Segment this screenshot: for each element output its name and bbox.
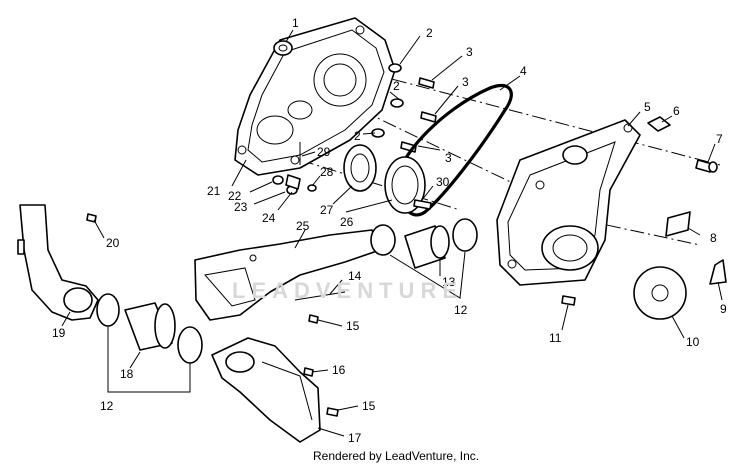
callout-5: 5: [644, 100, 651, 114]
lower-clamp-left: [96, 293, 120, 327]
callout-23: 23: [234, 200, 248, 214]
clutch-seal-large: [384, 156, 426, 214]
duct-clamp-right: [452, 218, 478, 252]
duct-clamp-left: [370, 224, 396, 256]
callout-3: 3: [466, 45, 473, 59]
outlet-duct: [17, 204, 99, 321]
callout-2: 2: [426, 26, 433, 40]
callout-13: 13: [442, 275, 456, 289]
callout-4: 4: [520, 64, 527, 78]
callout-2: 2: [354, 129, 361, 143]
leader-lines: [61, 29, 723, 437]
callout-22: 22: [228, 189, 242, 203]
callout-10: 10: [686, 335, 700, 349]
duct-tie-14: [294, 291, 346, 301]
callout-14: 14: [348, 269, 362, 283]
washer-screw-set: [371, 63, 437, 153]
clutch-seal-small: [343, 144, 377, 192]
callout-6: 6: [673, 104, 680, 118]
watermark-text: LEADVENTURE: [232, 278, 464, 303]
air-intake-duct: [194, 229, 381, 321]
callout-30: 30: [436, 175, 450, 189]
cover-cap: [633, 266, 687, 320]
callout-3: 3: [445, 151, 452, 165]
inner-cover-plate: [234, 17, 396, 176]
small-hardware: [272, 142, 432, 210]
outer-clutch-cover: [496, 119, 641, 286]
callout-18: 18: [120, 367, 134, 381]
callout-15: 15: [346, 319, 360, 333]
callout-9: 9: [720, 302, 727, 316]
drive-belt: [396, 83, 513, 217]
callout-19: 19: [52, 326, 66, 340]
callout-20: 20: [106, 236, 120, 250]
callout-12: 12: [100, 399, 114, 413]
lower-clamp-right: [177, 326, 203, 364]
callout-7: 7: [716, 132, 723, 146]
callout-16: 16: [332, 363, 346, 377]
cover-screw: [561, 295, 576, 306]
lower-screw: [303, 367, 339, 417]
callout-labels: 1 2 3 4 2 3 5 6 2 3 7 29 28 30 21 22 23 …: [52, 16, 727, 445]
latch-bracket: [647, 116, 671, 132]
duct-screw-15: [308, 314, 319, 324]
callout-2: 2: [393, 79, 400, 93]
callout-26: 26: [340, 215, 354, 229]
cover-plug: [273, 40, 293, 56]
lower-intake-duct: [211, 337, 321, 443]
footer-credit: Rendered by LeadVenture, Inc.: [313, 449, 480, 463]
callout-3: 3: [462, 75, 469, 89]
lower-coupler-tube: [124, 302, 176, 351]
callout-15: 15: [362, 399, 376, 413]
callout-28: 28: [320, 165, 334, 179]
callout-17: 17: [348, 431, 362, 445]
callout-25: 25: [296, 219, 310, 233]
callout-1: 1: [292, 16, 299, 30]
cover-decal: [665, 211, 691, 237]
warning-label: [709, 259, 727, 285]
callout-24: 24: [262, 211, 276, 225]
callout-29: 29: [317, 145, 331, 159]
cover-bolt: [695, 159, 718, 173]
callout-21: 21: [207, 184, 221, 198]
duct-coupler-tube: [404, 225, 450, 269]
callout-12: 12: [454, 303, 468, 317]
callout-11: 11: [549, 331, 562, 345]
callout-27: 27: [320, 203, 334, 217]
callout-8: 8: [710, 231, 717, 245]
